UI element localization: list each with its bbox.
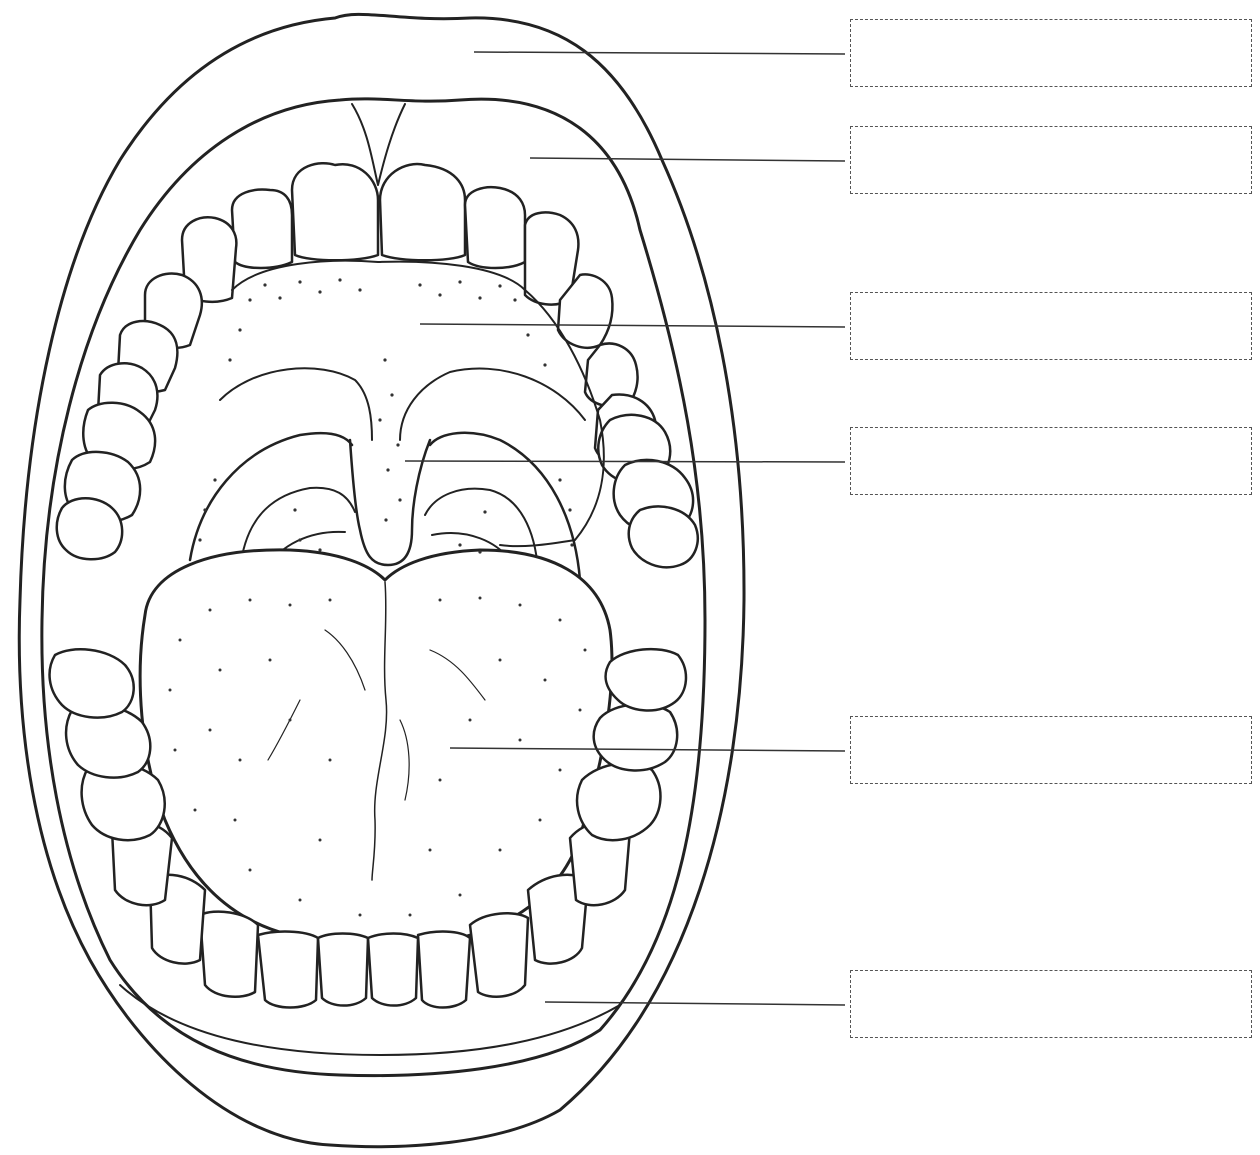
label-box-lower-lip[interactable] — [850, 970, 1252, 1038]
palate-stipple — [198, 278, 573, 553]
leader-line-upper-gum — [530, 158, 845, 161]
uvula-outline — [350, 440, 430, 565]
label-box-tongue[interactable] — [850, 716, 1252, 784]
leader-line-lower-lip — [545, 1002, 845, 1005]
label-box-hard-palate[interactable] — [850, 292, 1252, 360]
label-box-uvula[interactable] — [850, 427, 1252, 495]
palatal-arch-left — [220, 368, 372, 440]
leader-line-upper-lip — [474, 52, 845, 54]
label-box-upper-lip[interactable] — [850, 19, 1252, 87]
lower-lip-inner — [120, 985, 620, 1055]
upper-teeth — [57, 163, 698, 567]
label-box-upper-gum[interactable] — [850, 126, 1252, 194]
leader-line-uvula — [405, 461, 845, 462]
palatal-arch-right — [400, 369, 585, 440]
leader-line-hard-palate — [420, 324, 845, 327]
throat-outline — [190, 433, 352, 560]
